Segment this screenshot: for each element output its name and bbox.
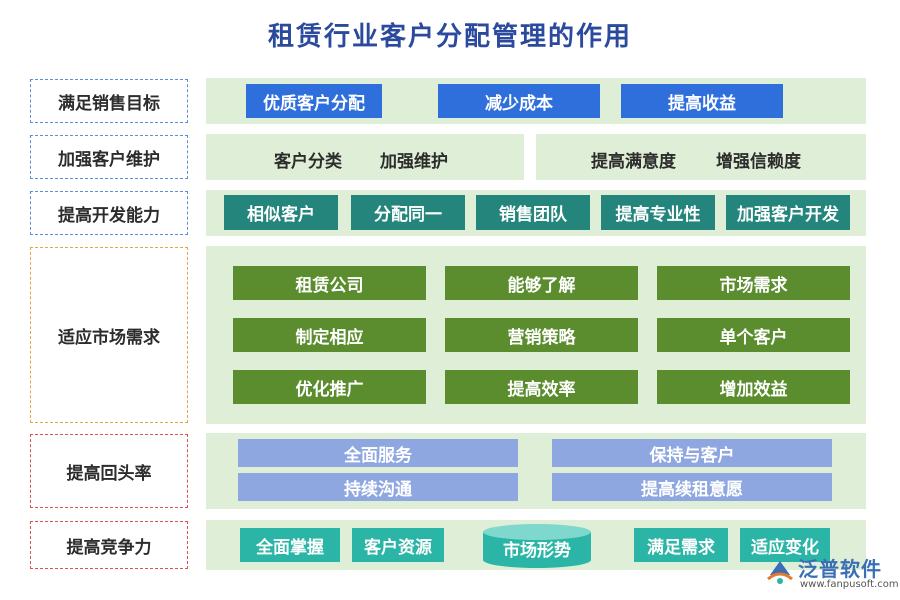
chip-improve-renewal-intention: 提高续租意愿: [552, 473, 832, 501]
text-customer-classification: 客户分类: [274, 152, 342, 172]
chip-meet-demand: 满足需求: [634, 528, 728, 562]
chip-optimize-promotion: 优化推广: [233, 370, 426, 404]
chip-assign-same: 分配同一: [351, 195, 465, 230]
chip-marketing-strategy: 营销策略: [445, 318, 638, 352]
logo-name: 泛普软件: [798, 557, 882, 581]
chip-increase-benefit: 增加效益: [657, 370, 850, 404]
panel-return-rate: 全面服务 保持与客户 持续沟通 提高续租意愿: [206, 433, 866, 509]
chip-customer-resources: 客户资源: [352, 528, 444, 562]
row-label-return-rate: 提高回头率: [30, 434, 188, 508]
chip-full-grasp: 全面掌握: [240, 528, 340, 562]
chip-keep-with-customer: 保持与客户: [552, 439, 832, 467]
text-improve-satisfaction: 提高满意度: [591, 152, 676, 172]
row-label-sales-target: 满足销售目标: [30, 79, 188, 123]
chip-sales-team: 销售团队: [476, 195, 590, 230]
chip-full-service: 全面服务: [238, 439, 518, 467]
panel-market-demand: 租赁公司 能够了解 市场需求 制定相应 营销策略 单个客户 优化推广 提高效率 …: [206, 246, 866, 424]
chip-strengthen-development: 加强客户开发: [726, 195, 850, 230]
panel-maintenance-left: 客户分类 加强维护: [206, 134, 524, 180]
chip-formulate-corresponding: 制定相应: [233, 318, 426, 352]
text-enhance-trust: 增强信赖度: [716, 152, 801, 172]
market-situation-cylinder: 市场形势: [483, 524, 591, 568]
page-title: 租赁行业客户分配管理的作用: [267, 22, 632, 52]
chip-increase-revenue: 提高收益: [621, 84, 783, 118]
cylinder-top: [483, 524, 591, 540]
logo-icon: [767, 561, 793, 584]
chip-improve-professionalism: 提高专业性: [601, 195, 715, 230]
logo-url: www.fanpusoft.com: [800, 579, 899, 590]
panel-competitiveness: 全面掌握 客户资源 市场形势 满足需求 适应变化: [206, 520, 866, 570]
row-label-customer-maintenance: 加强客户维护: [30, 135, 188, 179]
row-label-competitiveness: 提高竞争力: [30, 521, 188, 569]
chip-reduce-cost: 减少成本: [438, 84, 600, 118]
chip-single-customer: 单个客户: [657, 318, 850, 352]
row-label-development-ability: 提高开发能力: [30, 191, 188, 235]
cylinder-label: 市场形势: [503, 541, 571, 561]
chip-leasing-company: 租赁公司: [233, 266, 426, 300]
chip-market-demand: 市场需求: [657, 266, 850, 300]
chip-quality-customer-allocation: 优质客户分配: [246, 84, 382, 118]
chip-improve-efficiency: 提高效率: [445, 370, 638, 404]
row-label-market-demand: 适应市场需求: [30, 247, 188, 423]
panel-development-ability: 相似客户 分配同一 销售团队 提高专业性 加强客户开发: [206, 190, 866, 236]
panel-sales-target: 优质客户分配 减少成本 提高收益: [206, 78, 866, 124]
company-logo: 泛普软件 www.fanpusoft.com: [764, 553, 899, 595]
chip-able-to-understand: 能够了解: [445, 266, 638, 300]
text-strengthen-maintenance: 加强维护: [380, 152, 448, 172]
chip-continuous-communication: 持续沟通: [238, 473, 518, 501]
chip-adapt-to-change: 适应变化: [740, 528, 830, 562]
chip-similar-customers: 相似客户: [224, 195, 338, 230]
panel-maintenance-right: 提高满意度 增强信赖度: [536, 134, 866, 180]
